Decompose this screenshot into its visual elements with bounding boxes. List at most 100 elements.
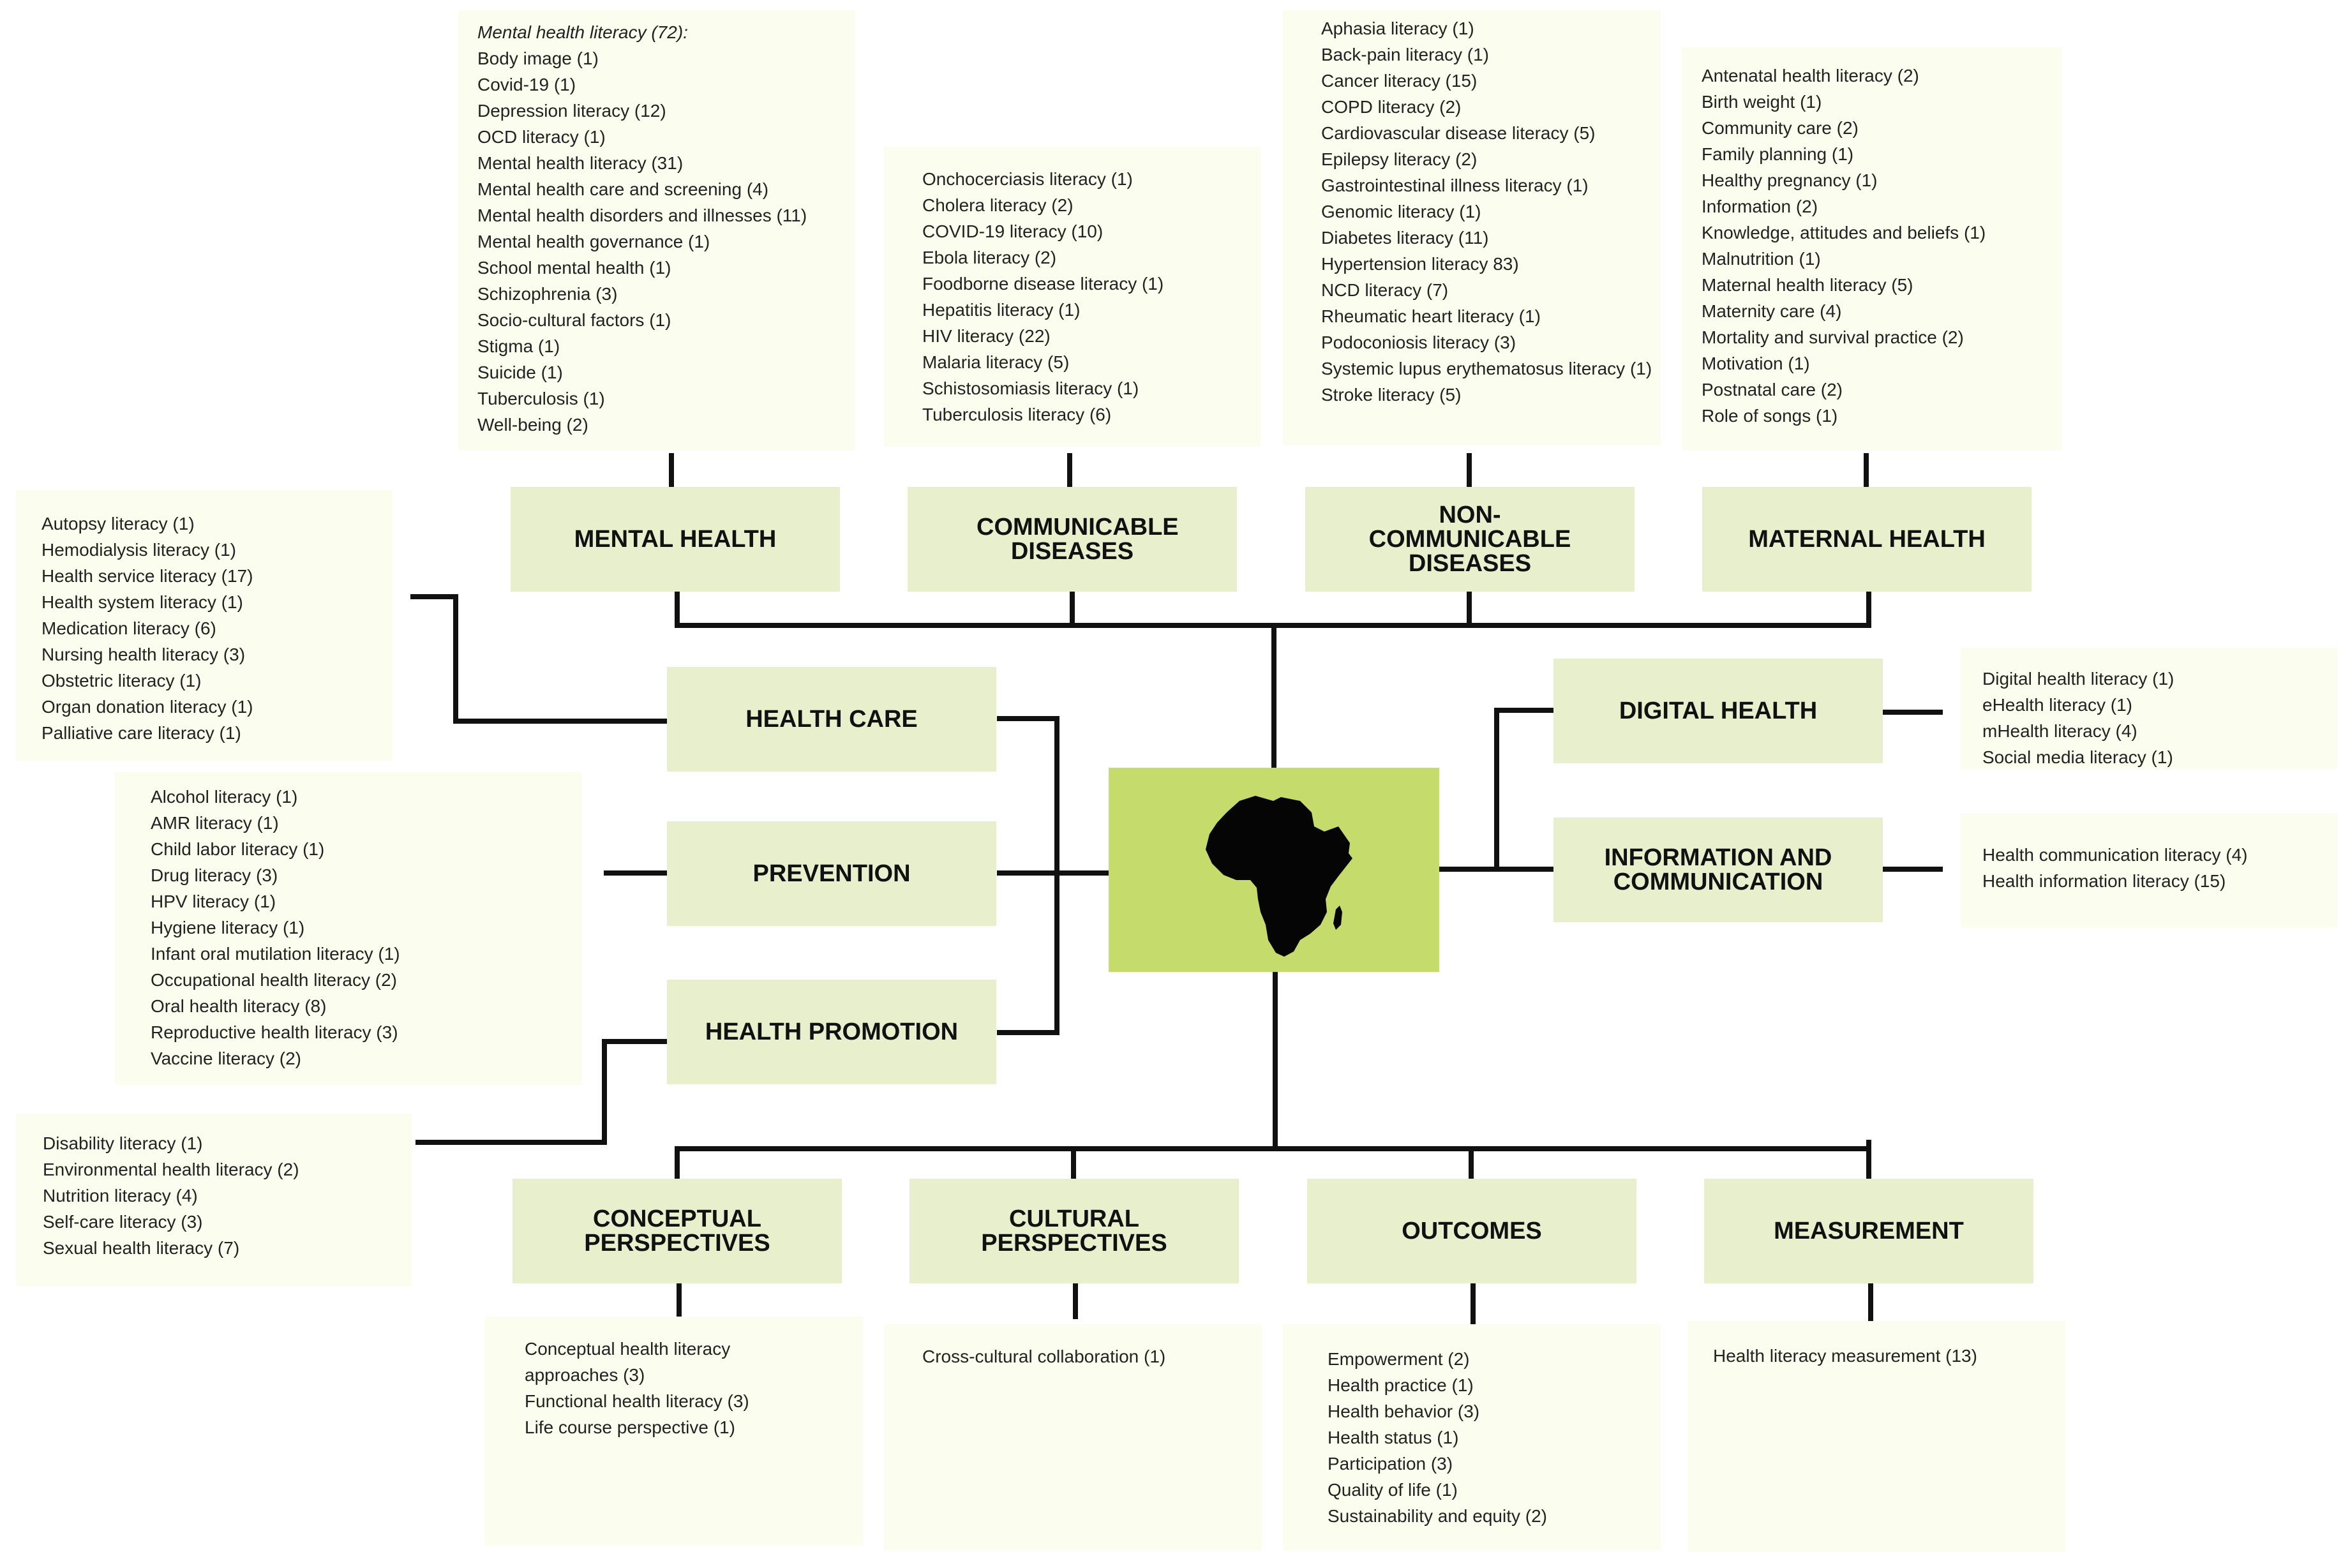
list-item: NCD literacy (7) <box>1321 280 1449 300</box>
list-item: Social media literacy (1) <box>1982 747 2173 767</box>
list-item: Obstetric literacy (1) <box>41 671 202 691</box>
list-outcomes: Empowerment (2) Health practice (1) Heal… <box>1283 1324 1661 1551</box>
list-item: Sustainability and equity (2) <box>1328 1506 1547 1526</box>
list-item: Oral health literacy (8) <box>151 996 327 1016</box>
list-item: Tuberculosis literacy (6) <box>922 405 1112 424</box>
list-item: COVID-19 literacy (10) <box>922 221 1104 241</box>
list-item: Mental health governance (1) <box>477 232 710 251</box>
category-non-communicable-diseases: NON-COMMUNICABLE DISEASES <box>1305 487 1635 592</box>
list-item: Motivation (1) <box>1702 354 1810 373</box>
list-item: Gastrointestinal illness literacy (1) <box>1321 175 1589 195</box>
list-item: Nursing health literacy (3) <box>41 645 246 664</box>
list-item: Stigma (1) <box>477 336 560 356</box>
list-item: Antenatal health literacy (2) <box>1702 66 1919 86</box>
list-item: Mental health literacy (31) <box>477 153 684 173</box>
list-item: OCD literacy (1) <box>477 127 606 147</box>
list-item: Infant oral mutilation literacy (1) <box>151 944 400 964</box>
list-item: Health service literacy (17) <box>41 566 253 586</box>
list-item: Diabetes literacy (11) <box>1321 228 1489 248</box>
list-item: School mental health (1) <box>477 258 671 278</box>
list-item: Genomic literacy (1) <box>1321 202 1481 221</box>
list-item: Cardiovascular disease literacy (5) <box>1321 123 1596 143</box>
category-cultural-perspectives: CULTURAL PERSPECTIVES <box>909 1179 1239 1283</box>
category-prevention: PREVENTION <box>667 821 996 926</box>
list-item: Organ donation literacy (1) <box>41 697 253 717</box>
list-item: Conceptual health literacy approaches (3… <box>525 1339 731 1385</box>
list-item: Onchocerciasis literacy (1) <box>922 169 1133 189</box>
list-item: Functional health literacy (3) <box>525 1391 749 1411</box>
category-maternal-health: MATERNAL HEALTH <box>1702 487 2032 592</box>
category-health-care: HEALTH CARE <box>667 667 996 772</box>
list-item: HIV literacy (22) <box>922 326 1051 346</box>
category-measurement: MEASUREMENT <box>1704 1179 2033 1283</box>
list-item: Empowerment (2) <box>1328 1349 1470 1369</box>
list-information-and-communication: Health communication literacy (4) Health… <box>1961 814 2337 927</box>
list-item: mHealth literacy (4) <box>1982 721 2137 741</box>
list-item: Participation (3) <box>1328 1454 1453 1474</box>
list-conceptual-perspectives: Conceptual health literacy approaches (3… <box>485 1317 863 1545</box>
list-item: Medication literacy (6) <box>41 618 216 638</box>
category-communicable-diseases: COMMUNICABLE DISEASES <box>908 487 1237 592</box>
list-item: Cross-cultural collaboration (1) <box>922 1347 1166 1366</box>
list-health-care: Autopsy literacy (1) Hemodialysis litera… <box>16 490 393 761</box>
list-item: Foodborne disease literacy (1) <box>922 274 1164 294</box>
list-item: Hemodialysis literacy (1) <box>41 540 236 560</box>
list-item: Maternity care (4) <box>1702 301 1842 321</box>
list-item: Life course perspective (1) <box>525 1417 735 1437</box>
list-maternal-health: Antenatal health literacy (2) Birth weig… <box>1682 47 2062 451</box>
list-cultural-perspectives: Cross-cultural collaboration (1) <box>884 1324 1262 1551</box>
list-item: Drug literacy (3) <box>151 865 278 885</box>
list-prevention: Alcohol literacy (1) AMR literacy (1) Ch… <box>115 772 582 1085</box>
list-item: Health behavior (3) <box>1328 1401 1480 1421</box>
list-item: Health system literacy (1) <box>41 592 243 612</box>
list-item: Digital health literacy (1) <box>1982 669 2174 689</box>
list-item: Hygiene literacy (1) <box>151 918 305 937</box>
list-item: Rheumatic heart literacy (1) <box>1321 306 1541 326</box>
list-item: HPV literacy (1) <box>151 892 276 911</box>
list-item: Aphasia literacy (1) <box>1321 19 1474 38</box>
list-item: Cancer literacy (15) <box>1321 71 1478 91</box>
list-item: Tuberculosis (1) <box>477 389 605 408</box>
list-item: Mortality and survival practice (2) <box>1702 327 1964 347</box>
list-item: Environmental health literacy (2) <box>43 1160 299 1179</box>
list-item: Alcohol literacy (1) <box>151 787 298 807</box>
list-item: Hypertension literacy 83) <box>1321 254 1519 274</box>
list-item: Information (2) <box>1702 197 1818 216</box>
list-item: Ebola literacy (2) <box>922 248 1057 267</box>
list-item: Family planning (1) <box>1702 144 1854 164</box>
list-item: Child labor literacy (1) <box>151 839 325 859</box>
list-health-promotion: Disability literacy (1) Environmental he… <box>16 1114 412 1286</box>
list-item: Hepatitis literacy (1) <box>922 300 1081 320</box>
category-mental-health: MENTAL HEALTH <box>511 487 840 592</box>
list-mental-health: Mental health literacy (72): Body image … <box>458 10 855 451</box>
list-item: Well-being (2) <box>477 415 588 435</box>
list-item: Autopsy literacy (1) <box>41 514 195 534</box>
list-item: eHealth literacy (1) <box>1982 695 2132 715</box>
list-item: Maternal health literacy (5) <box>1702 275 1913 295</box>
list-item: Vaccine literacy (2) <box>151 1049 302 1068</box>
list-item: Health status (1) <box>1328 1428 1459 1447</box>
list-item: Quality of life (1) <box>1328 1480 1458 1500</box>
list-item: Stroke literacy (5) <box>1321 385 1462 405</box>
list-item: Self-care literacy (3) <box>43 1212 203 1232</box>
list-item: Mental health disorders and illnesses (1… <box>477 205 807 225</box>
list-item: COPD literacy (2) <box>1321 97 1462 117</box>
list-item: Body image (1) <box>477 49 599 68</box>
list-item: Health practice (1) <box>1328 1375 1474 1395</box>
list-measurement: Health literacy measurement (13) <box>1688 1321 2065 1552</box>
list-item: Schizophrenia (3) <box>477 284 618 304</box>
list-item: Socio-cultural factors (1) <box>477 310 671 330</box>
list-item: Postnatal care (2) <box>1702 380 1843 399</box>
list-title: Mental health literacy (72): <box>477 22 688 42</box>
list-item: Palliative care literacy (1) <box>41 723 241 743</box>
list-item: Health literacy measurement (13) <box>1713 1346 1977 1366</box>
list-item: Community care (2) <box>1702 118 1859 138</box>
list-item: Cholera literacy (2) <box>922 195 1074 215</box>
list-item: Depression literacy (12) <box>477 101 666 121</box>
list-item: Schistosomiasis literacy (1) <box>922 378 1139 398</box>
category-digital-health: DIGITAL HEALTH <box>1553 659 1883 763</box>
center-africa-box <box>1109 768 1439 972</box>
list-item: Birth weight (1) <box>1702 92 1822 112</box>
list-item: Mental health care and screening (4) <box>477 179 769 199</box>
